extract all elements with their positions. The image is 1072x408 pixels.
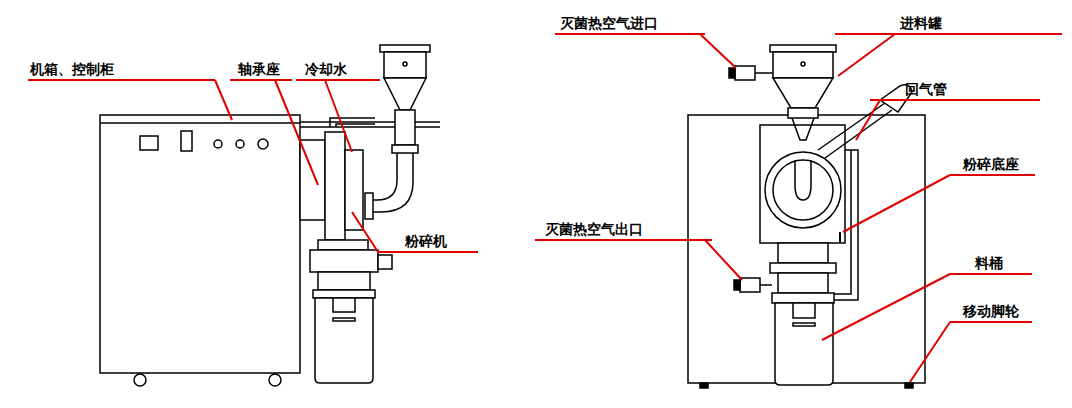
part-label: 灭菌热空气出口 [545,221,643,238]
part-label: 机箱、控制柜 [30,61,114,78]
part-label: 冷却水 [305,61,347,78]
part-label: 回气管 [905,81,947,98]
part-label: 轴承座 [238,61,280,78]
leader-lines [28,34,1062,382]
part-label: 灭菌热空气进口 [560,15,658,32]
part-label: 粉碎机 [405,233,447,250]
part-label: 移动脚轮 [963,303,1019,320]
part-label: 粉碎底座 [963,156,1019,173]
part-label: 料桶 [975,255,1003,272]
part-label: 进料罐 [900,15,942,32]
side-view [100,45,440,386]
front-view [688,45,925,388]
